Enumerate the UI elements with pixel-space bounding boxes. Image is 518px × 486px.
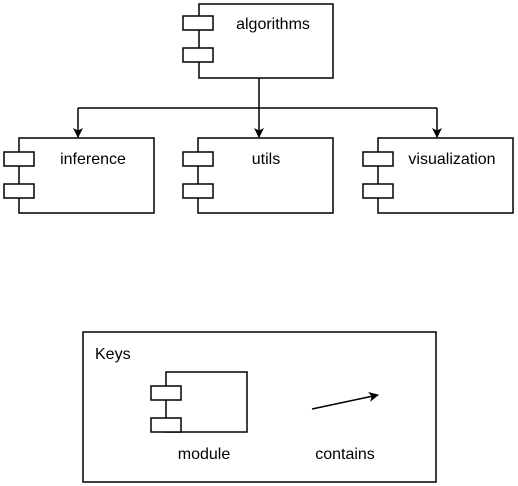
module-port-icon: [182, 183, 214, 199]
module-algorithms: algorithms: [182, 3, 334, 79]
legend-contains-arrow: [311, 391, 379, 410]
module-label-algorithms: algorithms: [236, 16, 310, 33]
keys-title: Keys: [95, 346, 131, 363]
module-port-icon: [150, 385, 182, 401]
keys-legend: Keys module contains: [82, 331, 437, 483]
legend-module-label: module: [178, 446, 231, 463]
legend-contains-label: contains: [315, 446, 375, 463]
module-utils: utils: [182, 137, 334, 214]
module-port-icon: [182, 151, 214, 167]
module-port-icon: [3, 151, 35, 167]
module-inference: inference: [3, 137, 155, 214]
module-label-utils: utils: [252, 151, 280, 168]
keys-frame: [82, 331, 437, 483]
module-port-icon: [182, 15, 214, 31]
module-label-inference: inference: [60, 151, 126, 168]
module-port-icon: [3, 183, 35, 199]
module-port-icon: [362, 183, 394, 199]
contains-connectors: [73, 78, 442, 138]
legend-module-symbol: [150, 371, 248, 433]
module-label-visualization: visualization: [408, 151, 495, 168]
module-visualization: visualization: [362, 137, 514, 214]
module-port-icon: [150, 417, 182, 433]
module-port-icon: [362, 151, 394, 167]
module-port-icon: [182, 47, 214, 63]
